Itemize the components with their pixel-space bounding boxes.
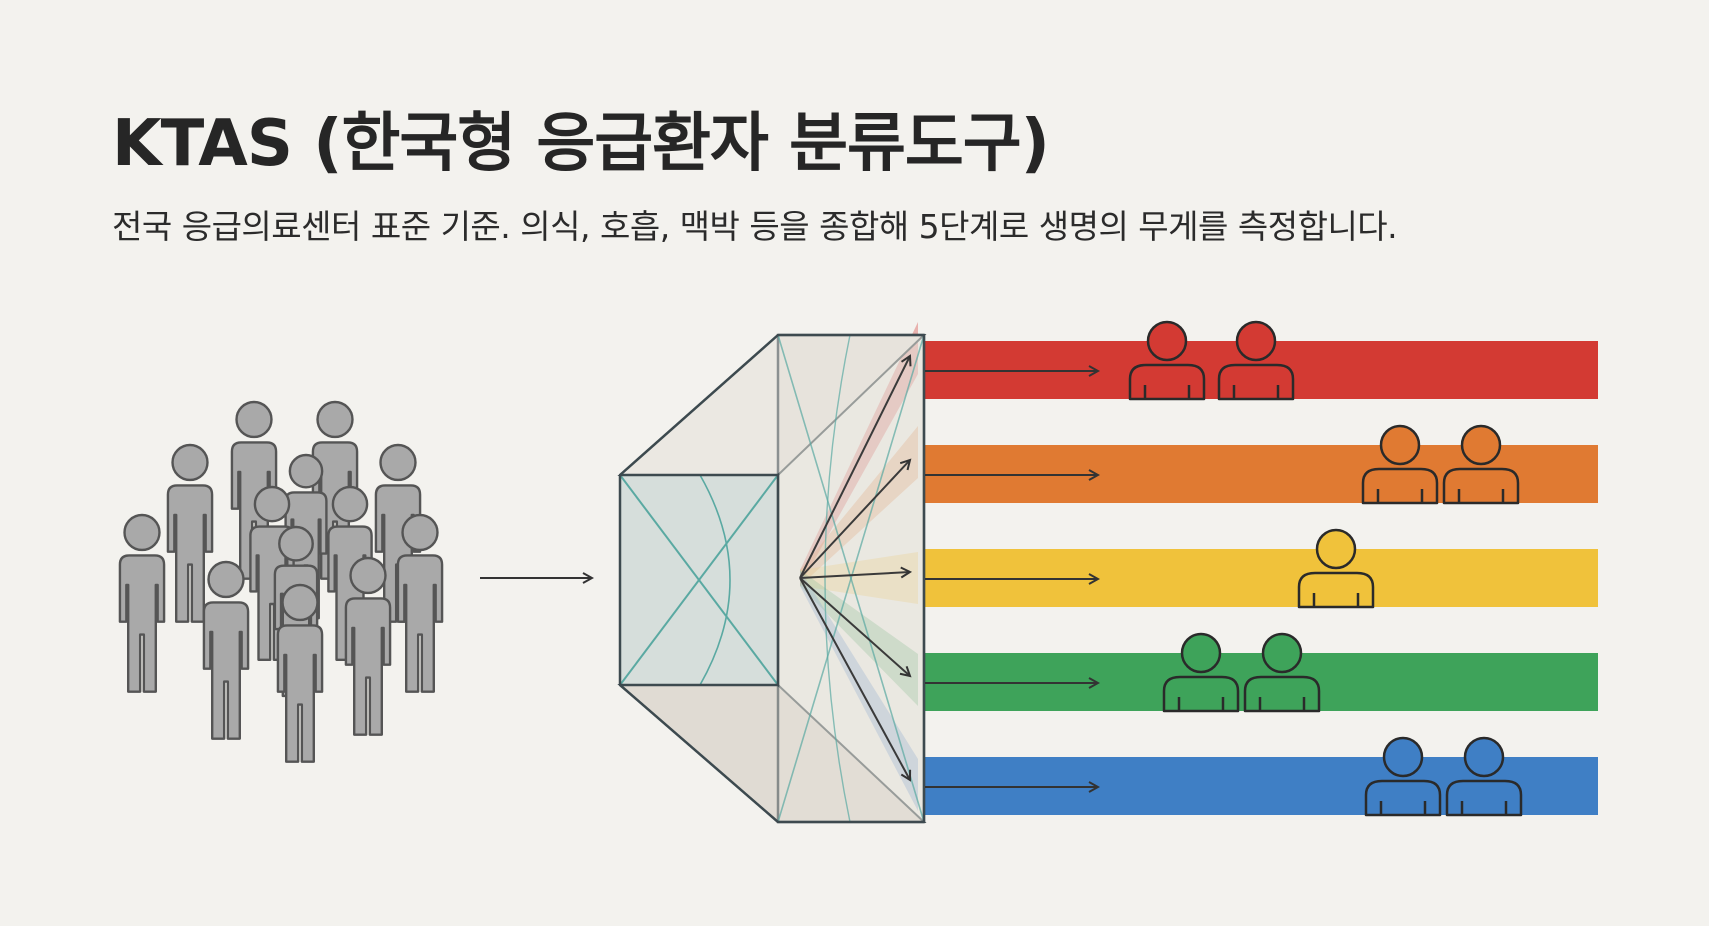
fan-arrow [799,356,910,579]
fan-arrow [799,577,910,676]
patient-icon [1445,736,1523,817]
fan-arrow [799,572,910,579]
patient-icon [1364,736,1442,817]
person-icon [276,583,324,763]
person-icon [396,513,444,693]
page-title: KTAS (한국형 응급환자 분류도구) [112,107,1050,181]
patient-icon [1162,632,1240,713]
patient-icon [1442,424,1520,505]
person-icon [118,513,166,693]
patient-icon [1243,632,1321,713]
patient-icon [1361,424,1439,505]
person-icon [166,443,214,623]
prism-icon [617,333,927,824]
patient-icon [1217,320,1295,401]
person-icon [344,556,392,736]
person-icon [202,560,250,740]
page-subtitle: 전국 응급의료센터 표준 기준. 의식, 호흡, 맥박 등을 종합해 5단계로 … [112,207,1398,246]
sorted-patients [925,320,1523,817]
fan-arrow [799,577,910,780]
patient-icon [1297,528,1375,609]
patient-icon [1128,320,1206,401]
person-icon [230,400,278,580]
fan-arrow [799,460,910,579]
patient-crowd [118,400,444,763]
